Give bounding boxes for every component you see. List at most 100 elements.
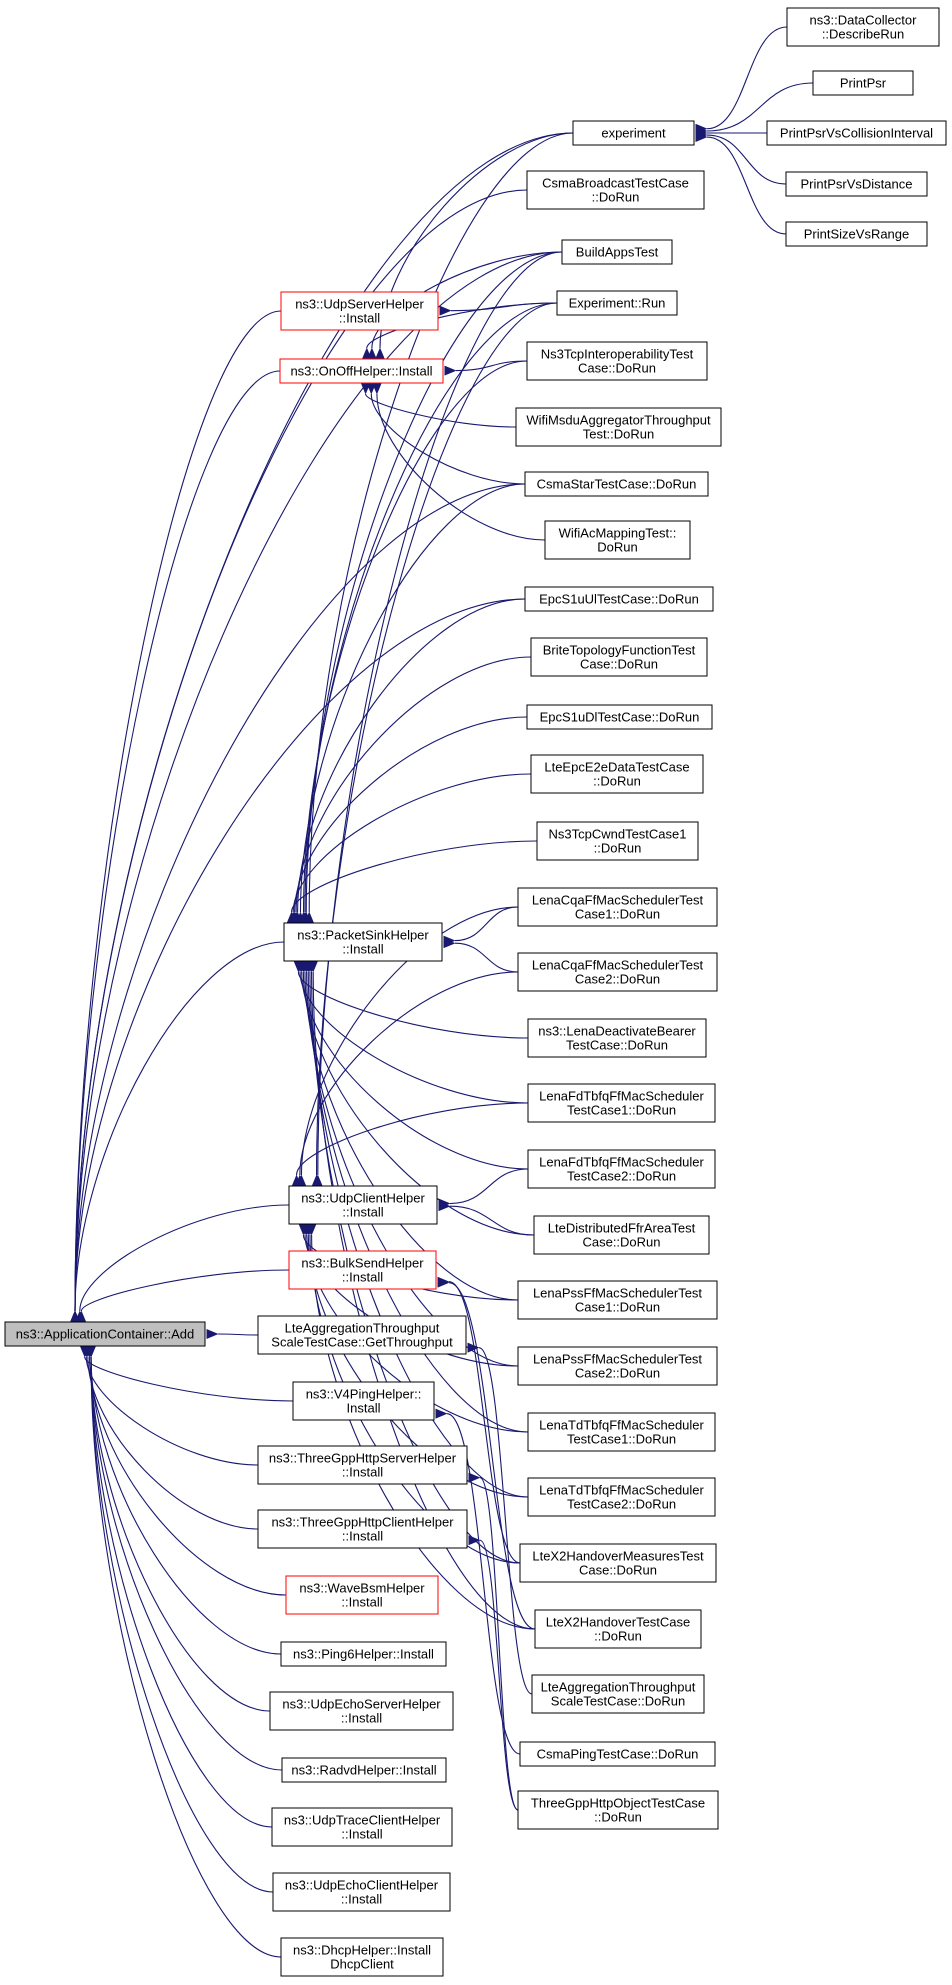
node-bulk-send[interactable]: ns3::BulkSendHelper::Install [288, 1250, 437, 1290]
edge-packet-sink-to-ns3tcp-cwnd [286, 840, 538, 924]
edge-http-server-to-threegpp-obj [468, 1472, 519, 1811]
node-label: Test::DoRun [583, 427, 655, 442]
edge-udp-client-to-lte-x2 [306, 1223, 536, 1630]
edge-root-to-bulk-send [76, 1269, 290, 1323]
root-node[interactable]: ns3::ApplicationContainer::Add [4, 1321, 206, 1347]
edge-packet-sink-to-ns3tcp-interop [298, 360, 528, 924]
edge-root-to-v4ping [79, 1345, 294, 1402]
node-http-client[interactable]: ns3::ThreeGppHttpClientHelper::Install [257, 1509, 468, 1549]
node-box [257, 1315, 467, 1355]
node-label: CsmaStarTestCase::DoRun [537, 477, 697, 492]
node-dc-describe[interactable]: ns3::DataCollector::DescribeRun [786, 7, 940, 47]
node-label: LenaCqaFfMacSchedulerTest [532, 893, 704, 908]
edge-udp-client-to-lena-cqa1 [296, 906, 519, 1187]
node-label: ns3::V4PingHelper:: [306, 1387, 422, 1402]
node-box [526, 704, 713, 730]
node-wifi-ac[interactable]: WifiAcMappingTest::DoRun [544, 520, 691, 560]
node-box [280, 1937, 444, 1977]
node-box [517, 887, 718, 927]
node-udp-echo-client[interactable]: ns3::UdpEchoClientHelper::Install [272, 1872, 451, 1912]
node-label: LenaTdTbfqFfMacScheduler [539, 1483, 704, 1498]
edge-packet-sink-to-lena-cqa2 [443, 938, 519, 973]
node-label: Case::DoRun [582, 1235, 660, 1250]
node-ns3tcp-cwnd[interactable]: Ns3TcpCwndTestCase1::DoRun [536, 821, 699, 861]
node-label: LenaTdTbfqFfMacScheduler [539, 1418, 704, 1433]
node-csma-bcast[interactable]: CsmaBroadcastTestCase::DoRun [526, 170, 705, 210]
node-box [288, 1250, 437, 1290]
node-onoff[interactable]: ns3::OnOffHelper::Install [279, 358, 444, 384]
node-printsize-range[interactable]: PrintSizeVsRange [785, 221, 928, 247]
node-udp-server[interactable]: ns3::UdpServerHelper::Install [280, 291, 439, 331]
node-threegpp-obj[interactable]: ThreeGppHttpObjectTestCase::DoRun [517, 1790, 719, 1830]
node-epc-ul[interactable]: EpcS1uUlTestCase::DoRun [524, 586, 714, 612]
node-box [257, 1445, 468, 1485]
node-label: ::Install [342, 1205, 383, 1220]
node-label: CsmaBroadcastTestCase [542, 176, 689, 191]
node-lte-x2[interactable]: LteX2HandoverTestCase::DoRun [534, 1609, 702, 1649]
node-label: ns3::UdpEchoServerHelper [282, 1697, 441, 1712]
node-packet-sink[interactable]: ns3::PacketSinkHelper::Install [283, 922, 443, 962]
node-csma-star[interactable]: CsmaStarTestCase::DoRun [524, 471, 709, 497]
node-printpsr-dist[interactable]: PrintPsrVsDistance [785, 171, 928, 197]
node-box [527, 1083, 716, 1123]
node-box [283, 922, 443, 962]
node-http-server[interactable]: ns3::ThreeGppHttpServerHelper::Install [257, 1445, 468, 1485]
edge-root-to-udp-server [69, 310, 282, 1323]
edge-root-to-udp-echo-client [85, 1345, 274, 1893]
node-csma-ping[interactable]: CsmaPingTestCase::DoRun [519, 1741, 716, 1767]
edge-packet-sink-to-experiment [304, 132, 574, 924]
node-experiment-run[interactable]: Experiment::Run [556, 290, 678, 316]
node-printpsr[interactable]: PrintPsr [812, 70, 914, 96]
node-epc-dl[interactable]: EpcS1uDlTestCase::DoRun [526, 704, 713, 730]
node-experiment[interactable]: experiment [572, 120, 695, 146]
node-buildapps[interactable]: BuildAppsTest [561, 239, 673, 265]
edge-onoff-to-wifi-msdu [360, 382, 517, 428]
node-label: ns3::DhcpHelper::Install [293, 1943, 431, 1958]
node-wave-bsm[interactable]: ns3::WaveBsmHelper::Install [285, 1575, 439, 1615]
node-label: PrintSizeVsRange [804, 227, 910, 242]
edge-v4ping-to-csma-ping [435, 1408, 521, 1755]
node-label: EpcS1uUlTestCase::DoRun [539, 592, 699, 607]
node-udp-echo-server[interactable]: ns3::UdpEchoServerHelper::Install [269, 1691, 454, 1731]
node-label: TestCase1::DoRun [567, 1432, 676, 1447]
node-box [531, 1674, 705, 1714]
node-box [766, 120, 947, 146]
edge-root-to-buildapps [69, 251, 563, 1323]
edge-packet-sink-to-epc-ul [292, 598, 526, 924]
node-lte-epc-e2e[interactable]: LteEpcE2eDataTestCase::DoRun [530, 754, 704, 794]
edge-root-to-lte-agg-get [206, 1328, 259, 1339]
node-label: ns3::BulkSendHelper [301, 1256, 424, 1271]
node-label: LteAggregationThroughput [285, 1321, 440, 1336]
edge-root-to-http-client [82, 1345, 259, 1530]
node-box [515, 407, 722, 447]
node-ping6[interactable]: ns3::Ping6Helper::Install [280, 1641, 447, 1667]
node-lte-agg-run[interactable]: LteAggregationThroughputScaleTestCase::D… [531, 1674, 705, 1714]
node-lte-agg-get[interactable]: LteAggregationThroughputScaleTestCase::G… [257, 1315, 467, 1355]
edge-root-to-dhcp [85, 1345, 282, 1958]
node-label: ns3::UdpTraceClientHelper [284, 1813, 441, 1828]
node-udp-trace[interactable]: ns3::UdpTraceClientHelper::Install [271, 1807, 453, 1847]
node-printpsr-ci[interactable]: PrintPsrVsCollisionInterval [766, 120, 947, 146]
edge-bulk-send-to-lte-x2 [437, 1277, 536, 1630]
node-radvd[interactable]: ns3::RadvdHelper::Install [281, 1757, 447, 1783]
node-label: ::Install [341, 1711, 382, 1726]
node-box [527, 1477, 716, 1517]
node-udp-client[interactable]: ns3::UdpClientHelper::Install [288, 1185, 438, 1225]
node-box [517, 1790, 719, 1830]
node-v4ping[interactable]: ns3::V4PingHelper::Install [292, 1381, 435, 1421]
